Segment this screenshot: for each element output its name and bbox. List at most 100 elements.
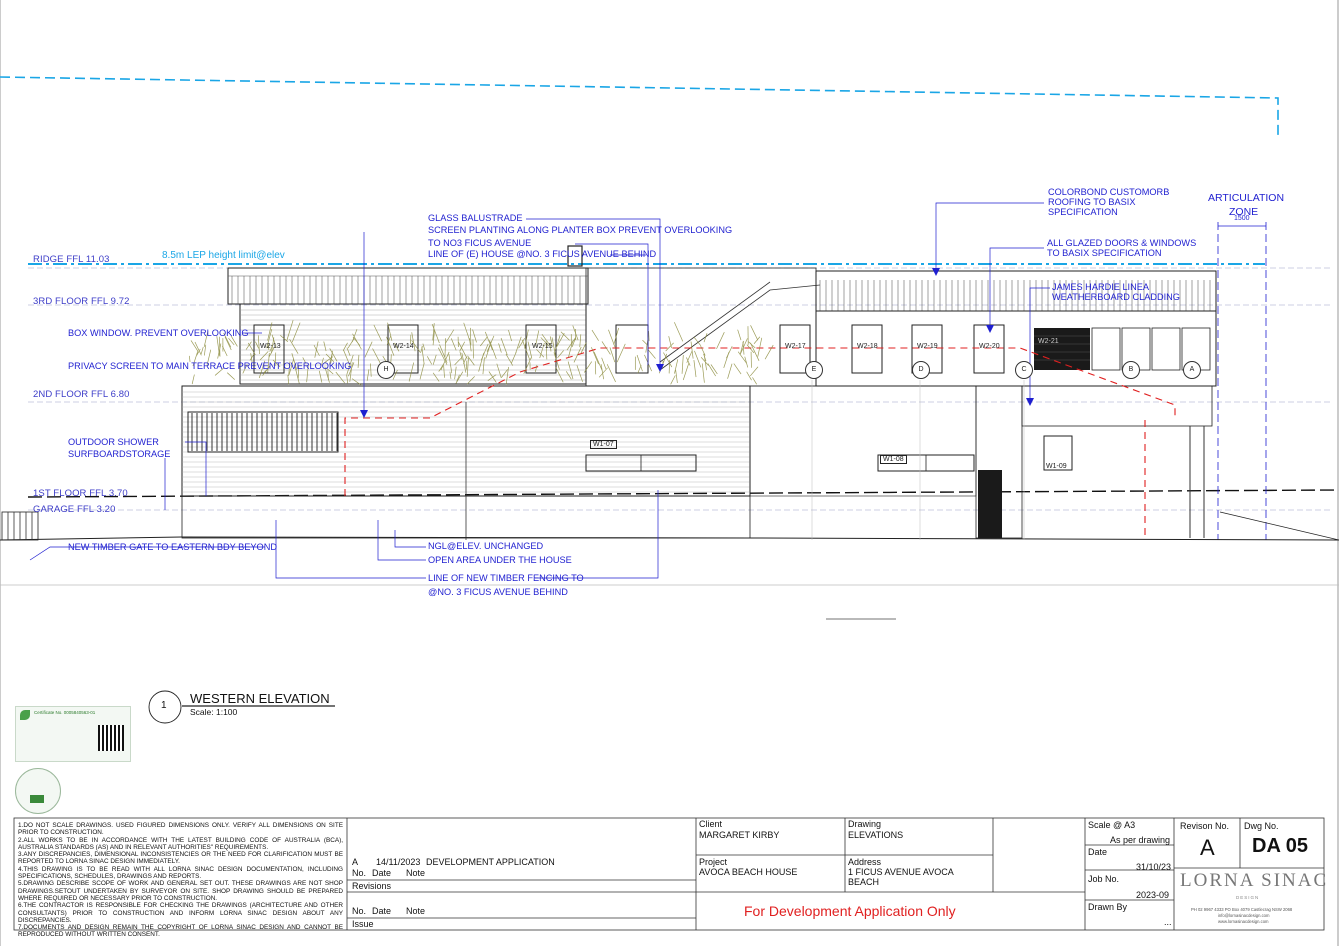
seal-icon [30,795,44,803]
level-garage: GARAGE FFL 3.20 [33,504,116,515]
grid-bubble: C [1015,361,1033,379]
window-tag: W2-21 [1038,338,1059,345]
client-label: Client [699,819,723,829]
window-tag: W1-09 [1046,463,1067,470]
general-note: 1.DO NOT SCALE DRAWINGS. USED FIGURED DI… [18,822,343,837]
note-articulation-2: ZONE [1229,206,1259,218]
drawn-by-label: Drawn By [1088,902,1128,912]
note-ngl: NGL@ELEV. UNCHANGED [428,541,544,551]
general-note: 6.THE CONTRACTOR IS RESPONSIBLE FOR CHEC… [18,902,343,924]
general-note: 2.ALL WORKS TO BE IN ACCORDANCE WITH THE… [18,836,343,851]
note-privacy-screen: PRIVACY SCREEN TO MAIN TERRACE PREVENT O… [68,361,352,371]
firm-contact-1: PH 02 9967 4333 PO Box 4079 Castlecrag N… [1191,907,1293,912]
window-tag: W2-13 [260,343,281,350]
note-hardie-1: JAMES HARDIE LINEA [1052,282,1150,292]
project-value: AVOCA BEACH HOUSE [699,867,798,877]
view-number: 1 [161,700,167,711]
height-plane-line [0,76,1279,138]
general-note: 7.DOCUMENTS AND DESIGN REMAIN THE COPYRI… [18,924,343,939]
general-note: 5.DRAWING DESCRIBE SCOPE OF WORK AND GEN… [18,880,343,902]
revision-number-label: Revison No. [1180,821,1230,831]
note-outdoor-shower: OUTDOOR SHOWER [68,437,159,447]
date-value: 31/10/23 [1136,862,1172,872]
note-glazed-2: TO BASIX SPECIFICATION [1047,248,1162,258]
grid-bubble: E [805,361,823,379]
firm-logo: LORNA SINAC [1180,870,1329,891]
scale-label: Scale @ A3 [1088,820,1136,830]
revision-note: DEVELOPMENT APPLICATION [426,857,555,867]
issue-label: Issue [352,919,374,929]
drawing-number-label: Dwg No. [1244,821,1279,831]
note-screen-planting: SCREEN PLANTING ALONG PLANTER BOX PREVEN… [428,225,733,235]
address-line-1: 1 FICUS AVENUE AVOCA [848,867,954,877]
window-tag: W2-20 [979,343,1000,350]
note-new-timber-gate: NEW TIMBER GATE TO EASTERN BDY BEYOND [68,542,277,552]
window-tag: W2-18 [857,343,878,350]
grid-bubble: A [1183,361,1201,379]
note-open-area: OPEN AREA UNDER THE HOUSE [428,555,572,565]
window-tag: W2-15 [532,343,553,350]
view-scale: Scale: 1:100 [190,707,238,717]
basix-certificate-badge: Certificate No. 0005840563-01 [15,706,131,762]
note-line-of-house: LINE OF (E) HOUSE @NO. 3 FICUS AVENUE BE… [428,249,657,259]
height-limit-label: 8.5m LEP height limit@elev [162,250,285,261]
scale-value: As per drawing [1110,835,1171,845]
note-no3-behind: @NO. 3 FICUS AVENUE BEHIND [428,587,568,597]
absa-seal [15,768,61,814]
issue-header-note: Note [406,906,426,916]
firm-subtitle: DESIGN [1236,895,1260,900]
revision-date: 14/11/2023 [376,857,421,867]
certificate-title: Certificate No. 0005840563-01 [34,710,96,715]
address-label: Address [848,857,882,867]
note-colorbond-1: COLORBOND CUSTOMORB [1048,187,1170,197]
grid-bubble: B [1122,361,1140,379]
view-title: WESTERN ELEVATION [190,691,330,706]
window-tag: W1-07 [590,440,617,449]
client-value: MARGARET KIRBY [699,830,780,840]
drawing-number-value: DA 05 [1252,835,1308,857]
note-glazed-1: ALL GLAZED DOORS & WINDOWS [1047,238,1197,248]
firm-contact-2: info@lornasinacdesign.com [1218,913,1270,918]
window-tag: W2-19 [917,343,938,350]
leaf-icon [20,710,30,720]
issue-header-no: No. [352,906,367,916]
note-colorbond-3: SPECIFICATION [1048,207,1118,217]
level-first-floor: 1ST FLOOR FFL 3.70 [33,488,128,499]
revision-no: A [352,857,359,867]
address-line-2: BEACH [848,877,880,887]
revision-number-value: A [1200,835,1215,860]
grid-bubble: D [912,361,930,379]
drawing-label: Drawing [848,819,882,829]
note-colorbond-2: ROOFING TO BASIX [1048,197,1136,207]
job-value: 2023-09 [1136,890,1170,900]
window-tag: W2-17 [785,343,806,350]
drawing-value: ELEVATIONS [848,830,904,840]
drawn-by-value: ... [1164,917,1172,927]
note-articulation-1: ARTICULATION [1208,192,1285,204]
revision-header-no: No. [352,868,367,878]
window-tag: W2-14 [393,343,414,350]
project-label: Project [699,857,728,867]
general-note: 4.THIS DRAWING IS TO BE READ WITH ALL LO… [18,865,343,881]
job-label: Job No. [1088,874,1120,884]
date-label: Date [1088,847,1108,857]
window-tag: W1-08 [880,455,907,464]
firm-contact-3: www.lornasinacdesign.com [1218,919,1269,924]
note-hardie-2: WEATHERBOARD CLADDING [1052,292,1180,302]
grid-bubble: H [377,361,395,379]
note-glass-balustrade: GLASS BALUSTRADE [428,213,523,223]
issue-header-date: Date [372,906,392,916]
revisions-label: Revisions [352,881,392,891]
revision-header-note: Note [406,868,426,878]
level-third-floor: 3RD FLOOR FFL 9.72 [33,296,130,307]
note-surfboard-storage: SURFBOARDSTORAGE [68,449,171,459]
revision-header-date: Date [372,868,392,878]
level-second-floor: 2ND FLOOR FFL 6.80 [33,389,130,400]
note-box-window: BOX WINDOW. PREVENT OVERLOOKING [68,328,249,338]
general-notes: 1.DO NOT SCALE DRAWINGS. USED FIGURED DI… [18,822,343,939]
level-ridge: RIDGE FFL 11.03 [33,254,110,265]
general-note: 3.ANY DISCREPANCIES, DIMENSIONAL INCONSI… [18,851,343,866]
qr-code-icon [98,725,124,751]
da-only-stamp: For Development Application Only [744,903,956,919]
